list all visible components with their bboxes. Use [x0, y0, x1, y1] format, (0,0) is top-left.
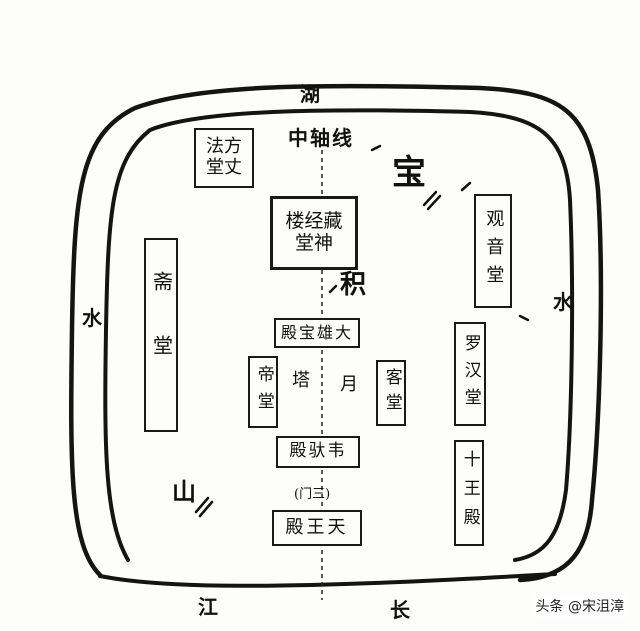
- building-daxiongbaodian: 殿宝雄大: [274, 318, 360, 348]
- building-ke-label: 客堂: [381, 368, 402, 418]
- building-tianwang-dian: 殿王天: [272, 510, 362, 546]
- building-weituo-label: 殿驮韦: [289, 441, 347, 462]
- building-guanyin-tang: 观音堂: [474, 194, 512, 308]
- building-shiwang-label: 十王殿: [459, 449, 480, 537]
- hatch-marks: [194, 144, 530, 518]
- building-dizang-label: 帝堂: [253, 365, 274, 419]
- inner-moat-line: [103, 108, 575, 562]
- source-watermark: 头条 @宋沮漳: [531, 595, 628, 617]
- building-guanyin-label: 观音堂: [483, 209, 505, 293]
- shan-label: 山: [172, 477, 196, 506]
- building-tianwang-label: 殿王天: [285, 516, 349, 538]
- building-luohan-label: 罗汉堂: [460, 333, 481, 415]
- bao-label: 宝: [392, 153, 426, 193]
- ta-label: 塔: [292, 370, 310, 391]
- building-fangzhang-fatang: 法方 堂丈: [194, 128, 254, 188]
- water-label-bottom-left: 江: [198, 595, 218, 619]
- building-dizang-tang: 帝堂: [248, 356, 278, 428]
- building-cangjing-lou: 楼经藏 堂神: [270, 196, 358, 270]
- ji-label: 积: [340, 270, 367, 300]
- building-shiwang-dian: 十王殿: [454, 440, 484, 546]
- outer-moat-line: [69, 83, 604, 583]
- central-axis-label: 中轴线: [288, 126, 354, 150]
- water-label-left: 水: [82, 306, 102, 330]
- sanmen-label: (门三): [294, 487, 331, 502]
- water-label-top: 湖: [300, 82, 320, 106]
- yue-label: 月: [340, 374, 358, 395]
- building-zhaitang: 斋堂: [144, 238, 178, 432]
- building-weituo-dian: 殿驮韦: [276, 436, 360, 468]
- building-cangjing-label: 楼经藏 堂神: [285, 210, 343, 254]
- building-fangzhang-label: 法方 堂丈: [206, 136, 242, 178]
- building-daxiongbaodian-label: 殿宝雄大: [280, 322, 353, 342]
- building-zhaitang-label: 斋堂: [149, 271, 174, 399]
- building-ke-tang: 客堂: [376, 360, 406, 426]
- building-luohan-tang: 罗汉堂: [454, 322, 486, 426]
- river-bank-line: [98, 572, 557, 588]
- water-label-bottom-right: 长: [390, 598, 410, 622]
- water-label-right: 水: [553, 290, 573, 314]
